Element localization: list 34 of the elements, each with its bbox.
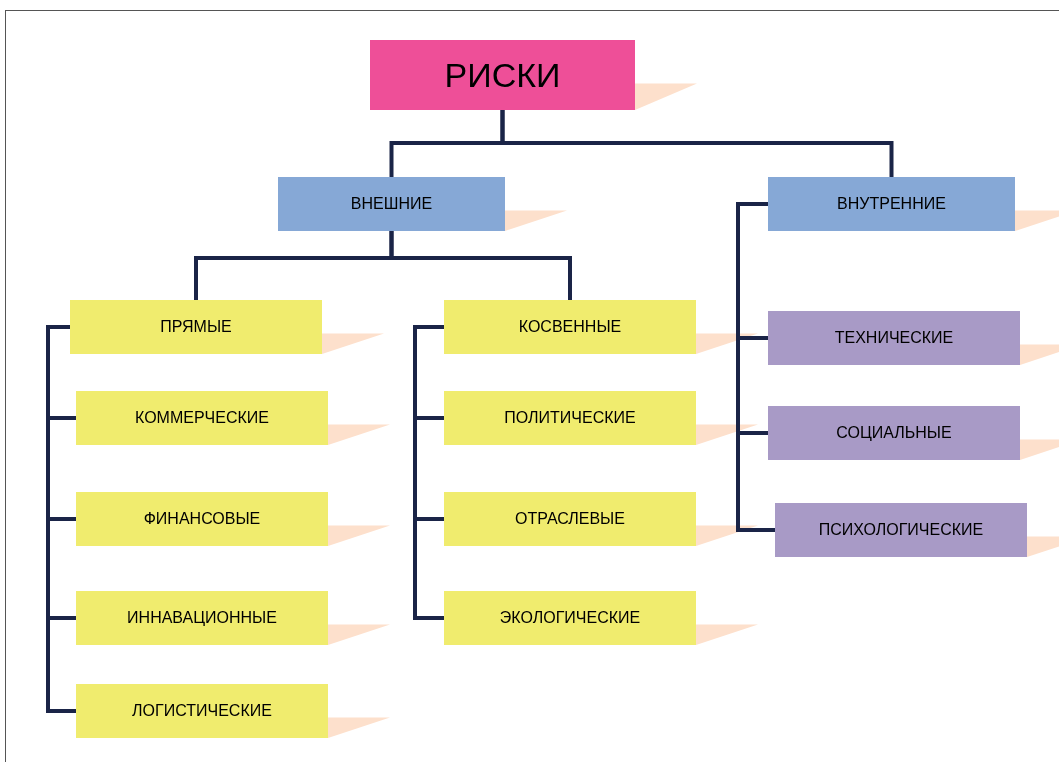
box-label: ОТРАСЛЕВЫЕ (515, 509, 625, 529)
category-box (370, 40, 635, 110)
box-label: КОММЕРЧЕСКИЕ (135, 408, 269, 428)
category-box (444, 492, 696, 546)
box-label: ПОЛИТИЧЕСКИЕ (504, 408, 636, 428)
box-label: РИСКИ (444, 54, 561, 96)
box-label: ВНЕШНИЕ (350, 194, 433, 214)
category-box (278, 177, 505, 231)
category-box (70, 300, 322, 354)
connector-line (46, 325, 76, 713)
box-label: ЛОГИСТИЧЕСКИЕ (132, 701, 272, 721)
box-label: СОЦИАЛЬНЫЕ (836, 423, 952, 443)
category-box (76, 492, 328, 546)
category-box (76, 591, 328, 645)
category-box (444, 591, 696, 645)
connector-line (389, 231, 572, 300)
box-label: ИННАВАЦИОННЫЕ (127, 608, 277, 628)
box-label: КОСВЕННЫЕ (518, 317, 622, 337)
category-box (76, 391, 328, 445)
category-box (768, 406, 1020, 460)
category-box (768, 311, 1020, 365)
box-label: ЭКОЛОГИЧЕСКИЕ (499, 608, 641, 628)
box-label: ПСИХОЛОГИЧЕСКИЕ (818, 520, 984, 540)
category-box (76, 684, 328, 738)
box-label: ТЕХНИЧЕСКИЕ (834, 328, 954, 348)
box-label: ПРЯМЫЕ (160, 317, 232, 337)
connector-line (413, 325, 444, 620)
category-box (768, 177, 1015, 231)
box-label: ФИНАНСОВЫЕ (143, 509, 261, 529)
category-box (444, 391, 696, 445)
connector-line (500, 110, 894, 177)
category-box (775, 503, 1027, 557)
box-label: ВНУТРЕННИЕ (837, 194, 946, 214)
category-box (444, 300, 696, 354)
